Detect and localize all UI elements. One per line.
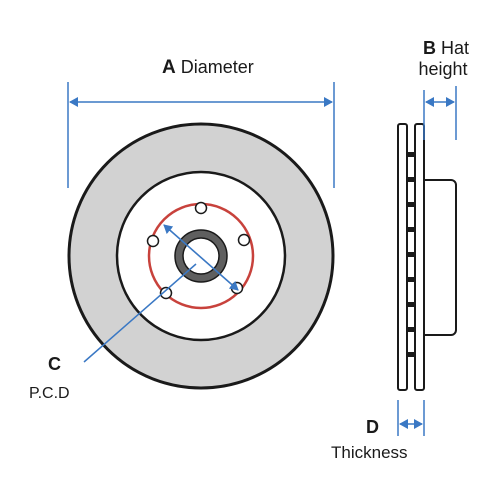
- disc-front-view: [67, 122, 335, 390]
- pcd-arrow-line: [163, 224, 239, 291]
- pcd-text: P.C.D: [29, 385, 70, 402]
- bolt-hole-left: [146, 234, 160, 248]
- diameter-letter: A: [162, 57, 176, 78]
- diameter-label: A Diameter: [162, 58, 254, 77]
- cooling-vane: [406, 202, 416, 207]
- bolt-hole-lower-right: [230, 281, 244, 295]
- diameter-dimension: [67, 82, 335, 188]
- hat-height-text-2: height: [418, 59, 468, 79]
- hat-height-letter: B: [422, 38, 436, 58]
- cooling-vane: [406, 177, 416, 182]
- hat-height-label: B Hat height: [418, 39, 474, 78]
- disc-plate-left: [397, 123, 408, 391]
- thickness-text: Thickness: [331, 443, 408, 462]
- cooling-vane: [406, 352, 416, 357]
- pcd-leader-line: [83, 263, 197, 363]
- cooling-vane: [406, 152, 416, 157]
- bolt-hole-top: [194, 201, 208, 215]
- cooling-vane: [406, 277, 416, 282]
- pcd-dimension: [83, 224, 239, 363]
- hat-height-text-1: Hat: [441, 38, 470, 58]
- cooling-vane: [406, 227, 416, 232]
- disc-side-view: [397, 123, 457, 391]
- cooling-vanes: [406, 152, 416, 357]
- pcd-letter: C: [48, 354, 61, 374]
- thickness-letter: D: [366, 417, 379, 437]
- hat-height-dimension: [423, 86, 457, 140]
- disc-plate-right: [414, 123, 425, 391]
- cooling-vane: [406, 252, 416, 257]
- diameter-text: Diameter: [180, 57, 254, 77]
- thickness-dimension: [397, 400, 425, 436]
- bolt-hole-right: [237, 233, 251, 247]
- cooling-vane: [406, 327, 416, 332]
- cooling-vane: [406, 302, 416, 307]
